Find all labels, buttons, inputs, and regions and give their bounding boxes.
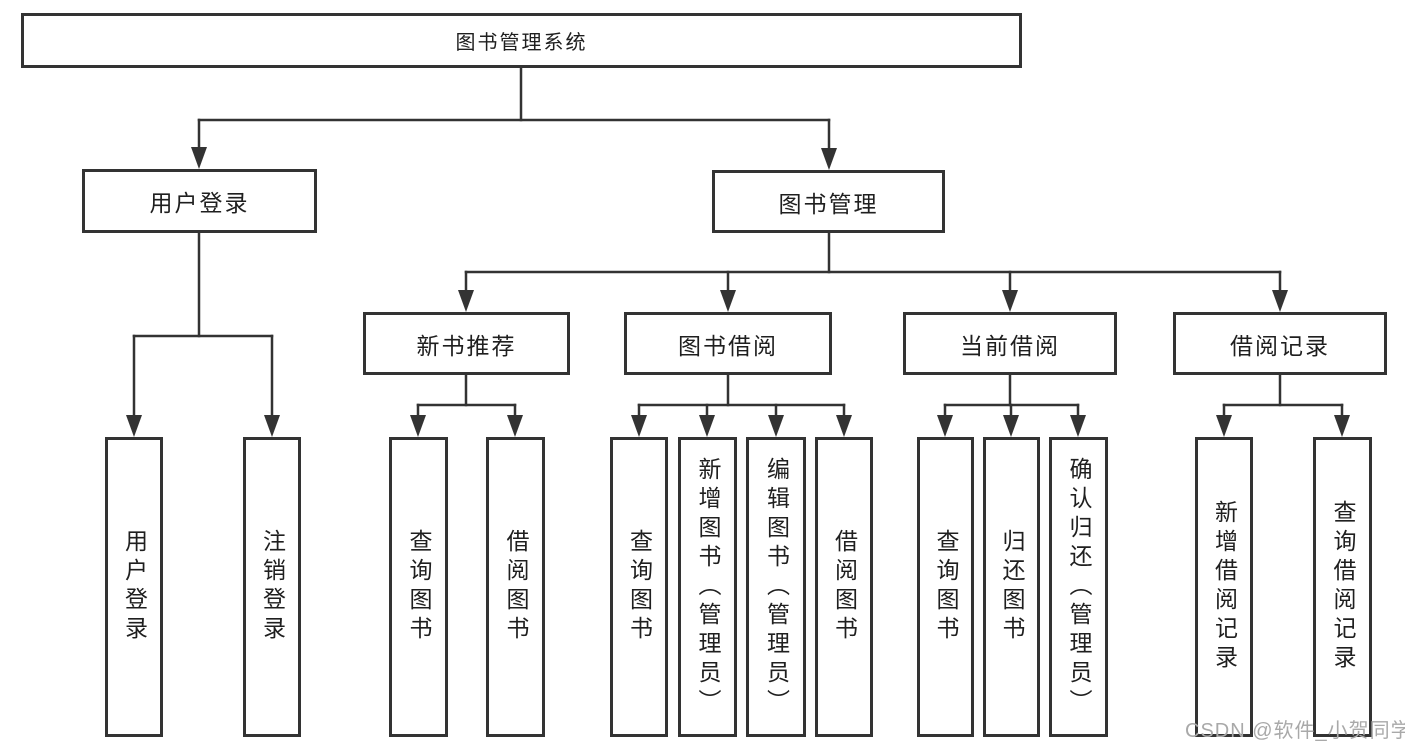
leaf-user-login: 用户登录 bbox=[105, 437, 163, 737]
leaf-recommend-query-books: 查询图书 bbox=[389, 437, 448, 737]
node-root-title: 图书管理系统 bbox=[21, 13, 1022, 68]
node-book-management: 图书管理 bbox=[712, 170, 945, 233]
leaf-current-query-books: 查询图书 bbox=[917, 437, 974, 737]
node-book-borrow: 图书借阅 bbox=[624, 312, 832, 375]
leaf-borrow-borrow-books: 借阅图书 bbox=[815, 437, 873, 737]
leaf-records-query-record: 查询借阅记录 bbox=[1313, 437, 1372, 737]
leaf-current-return-books: 归还图书 bbox=[983, 437, 1040, 737]
leaf-borrow-query-books: 查询图书 bbox=[610, 437, 668, 737]
leaf-borrow-edit-books-admin: 编辑图书（管理员） bbox=[746, 437, 806, 737]
leaf-logout: 注销登录 bbox=[243, 437, 301, 737]
leaf-records-add-record: 新增借阅记录 bbox=[1195, 437, 1253, 737]
leaf-recommend-borrow-books: 借阅图书 bbox=[486, 437, 545, 737]
node-borrow-records: 借阅记录 bbox=[1173, 312, 1387, 375]
leaf-current-confirm-return-admin: 确认归还（管理员） bbox=[1049, 437, 1108, 737]
node-current-borrow: 当前借阅 bbox=[903, 312, 1117, 375]
node-user-login: 用户登录 bbox=[82, 169, 317, 233]
csdn-watermark: CSDN @软件_小贺同学 bbox=[1185, 720, 1405, 742]
leaf-borrow-add-books-admin: 新增图书（管理员） bbox=[678, 437, 737, 737]
node-new-book-recommend: 新书推荐 bbox=[363, 312, 570, 375]
